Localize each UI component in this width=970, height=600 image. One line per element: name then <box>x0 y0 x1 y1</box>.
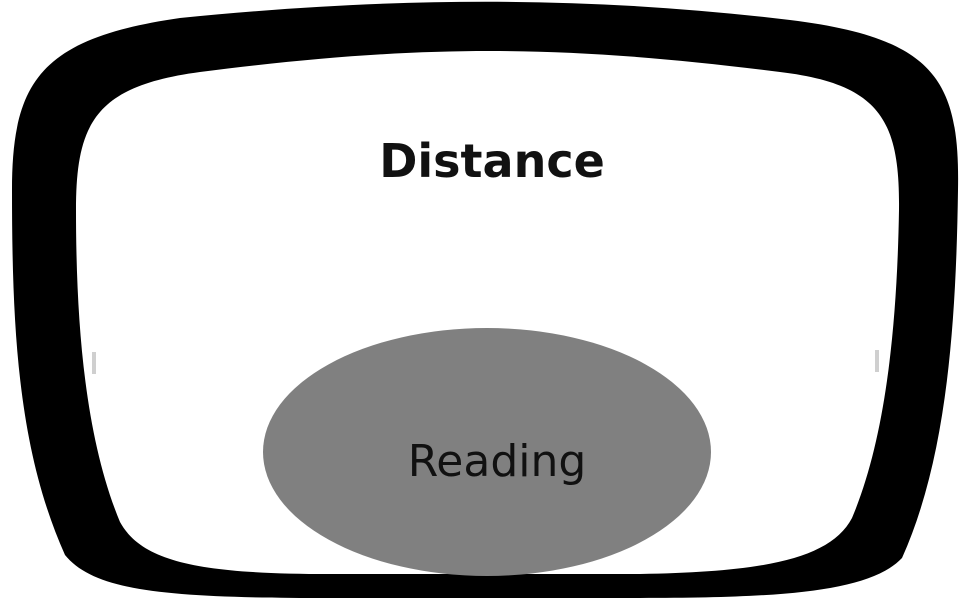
reading-zone <box>263 328 711 576</box>
distance-label: Distance <box>379 134 605 188</box>
right-hinge-mark <box>875 350 879 372</box>
reading-label: Reading <box>408 436 587 487</box>
left-hinge-mark <box>92 352 96 374</box>
